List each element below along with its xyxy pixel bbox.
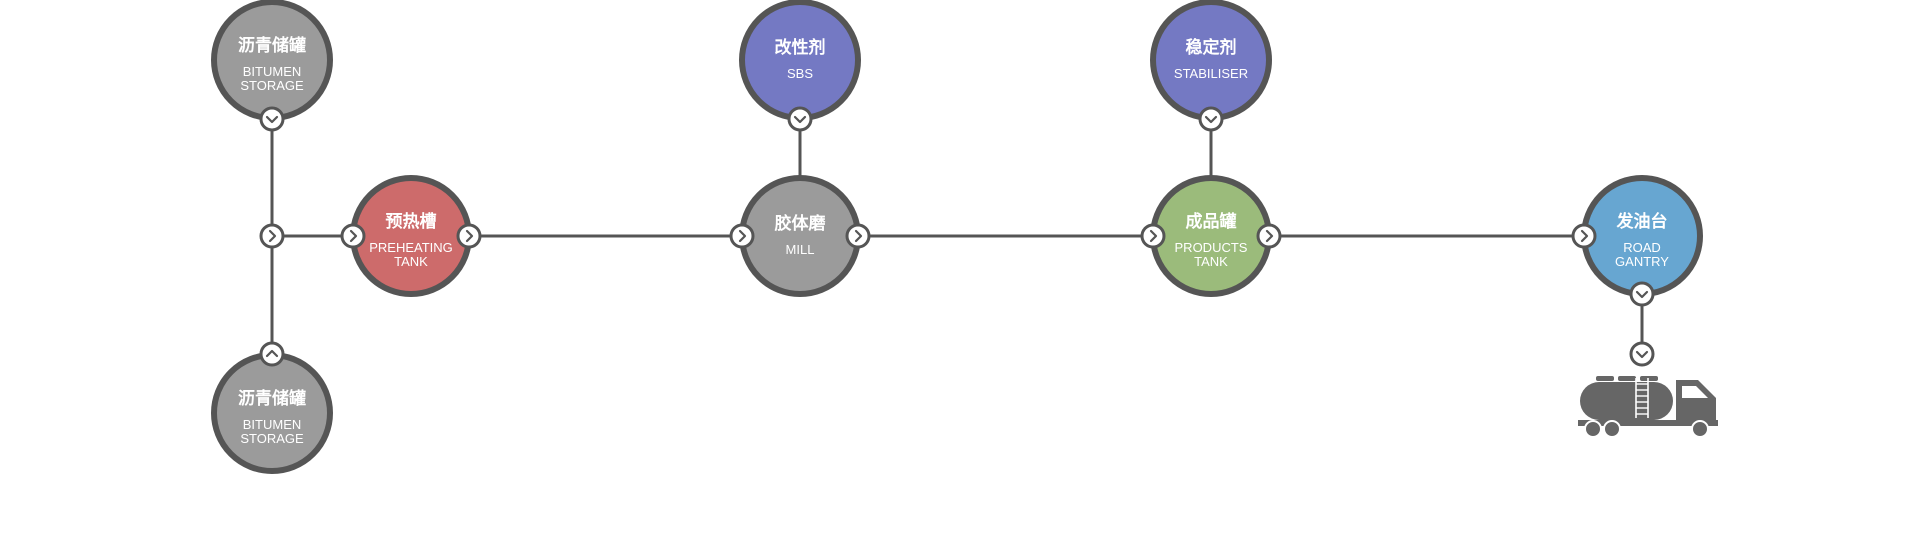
node-sbs-zh-label: 改性剂 (775, 37, 826, 58)
node-products-zh-label: 成品罐 (1186, 211, 1237, 232)
node-stabiliser: 稳定剂 STABILISER (1150, 0, 1272, 121)
chevron-up-icon (259, 341, 285, 367)
node-preheating-en-label-1: TANK (394, 254, 428, 269)
chevron-right-icon (1571, 223, 1597, 249)
node-sbs: 改性剂 SBS (739, 0, 861, 121)
node-bitumen-bottom-en-label-0: BITUMEN (243, 417, 302, 432)
node-mill-circle (739, 175, 861, 297)
tanker-truck-icon (1578, 376, 1718, 438)
node-bitumen-bottom-en-label-1: STORAGE (240, 431, 304, 446)
node-sbs-en-label-0: SBS (787, 66, 813, 81)
node-bitumen-top-zh-label: 沥青储罐 (238, 35, 306, 56)
node-products-en-label-1: TANK (1194, 254, 1228, 269)
node-sbs-circle (739, 0, 861, 121)
node-stabiliser-en-label-0: STABILISER (1174, 66, 1248, 81)
chevron-right-icon (456, 223, 482, 249)
node-bitumen-bottom-zh-label: 沥青储罐 (238, 388, 306, 409)
node-gantry-en-label-1: GANTRY (1615, 254, 1669, 269)
chevron-right-icon (259, 223, 285, 249)
chevron-down-icon (787, 106, 813, 132)
chevron-down-icon (1629, 341, 1655, 367)
chevron-down-icon (259, 106, 285, 132)
node-gantry-en-label-0: ROAD (1623, 240, 1661, 255)
node-mill-zh-label: 胶体磨 (775, 213, 827, 234)
chevron-down-icon (1198, 106, 1224, 132)
node-bitumen-top-en-label-1: STORAGE (240, 78, 304, 93)
chevron-right-icon (845, 223, 871, 249)
node-gantry-zh-label: 发油台 (1616, 211, 1668, 232)
node-preheating-en-label-0: PREHEATING (369, 240, 453, 255)
node-bitumen-top-en-label-0: BITUMEN (243, 64, 302, 79)
chevron-down-icon (1629, 281, 1655, 307)
node-preheating-zh-label: 预热槽 (386, 211, 437, 232)
node-bitumen-top-circle (211, 0, 333, 121)
node-preheating-circle (350, 175, 472, 297)
chevron-right-icon (729, 223, 755, 249)
process-nodes: 沥青储罐BITUMENSTORAGE沥青储罐BITUMENSTORAGE预热槽P… (211, 0, 1703, 474)
node-bitumen-bottom-circle (211, 352, 333, 474)
flow-arrows (259, 106, 1655, 367)
node-products-en-label-0: PRODUCTS (1175, 240, 1248, 255)
node-gantry-circle (1581, 175, 1703, 297)
node-stabiliser-circle (1150, 0, 1272, 121)
chevron-right-icon (340, 223, 366, 249)
chevron-right-icon (1256, 223, 1282, 249)
chevron-right-icon (1140, 223, 1166, 249)
node-products-circle (1150, 175, 1272, 297)
node-mill: 胶体磨 MILL (739, 175, 861, 297)
node-stabiliser-zh-label: 稳定剂 (1186, 37, 1237, 58)
node-mill-en-label-0: MILL (786, 242, 815, 257)
